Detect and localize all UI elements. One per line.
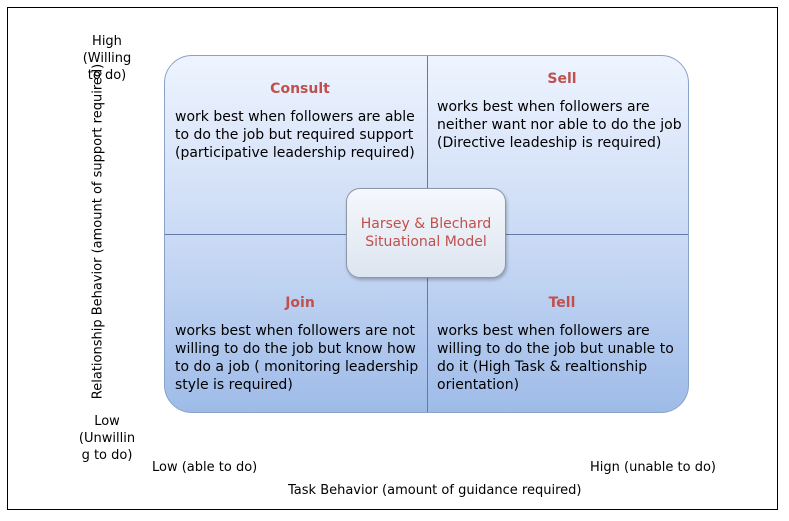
- quadrant-join: Join works best when followers are not w…: [175, 294, 425, 394]
- y-high-label: High (Willing to do): [82, 34, 132, 83]
- center-model-box: Harsey & Blechard Situational Model: [346, 188, 506, 278]
- quadrant-panel: Consult work best when followers are abl…: [164, 55, 689, 413]
- quadrant-tell-title: Tell: [548, 295, 576, 311]
- x-axis-title: Task Behavior (amount of guidance requir…: [288, 483, 582, 498]
- y-axis-title: Relationship Behavior (amount of support…: [90, 63, 106, 400]
- quadrant-sell-title: Sell: [547, 71, 577, 87]
- quadrant-consult: Consult work best when followers are abl…: [175, 80, 425, 162]
- x-low-label: Low (able to do): [152, 460, 258, 475]
- y-low-label: Low (Unwillin g to do): [78, 414, 136, 463]
- quadrant-tell: Tell works best when followers are willi…: [437, 294, 687, 394]
- x-high-label: Hign (unable to do): [590, 460, 716, 475]
- quadrant-sell: Sell works best when followers are neith…: [437, 70, 687, 152]
- quadrant-join-title: Join: [285, 295, 315, 311]
- quadrant-tell-body: works best when followers are willing to…: [437, 323, 674, 393]
- center-model-title: Harsey & Blechard Situational Model: [360, 216, 492, 250]
- quadrant-consult-title: Consult: [270, 81, 330, 97]
- quadrant-sell-body: works best when followers are neither wa…: [437, 99, 682, 151]
- quadrant-consult-body: work best when followers are able to do …: [175, 109, 415, 161]
- quadrant-join-body: works best when followers are not willin…: [175, 323, 419, 393]
